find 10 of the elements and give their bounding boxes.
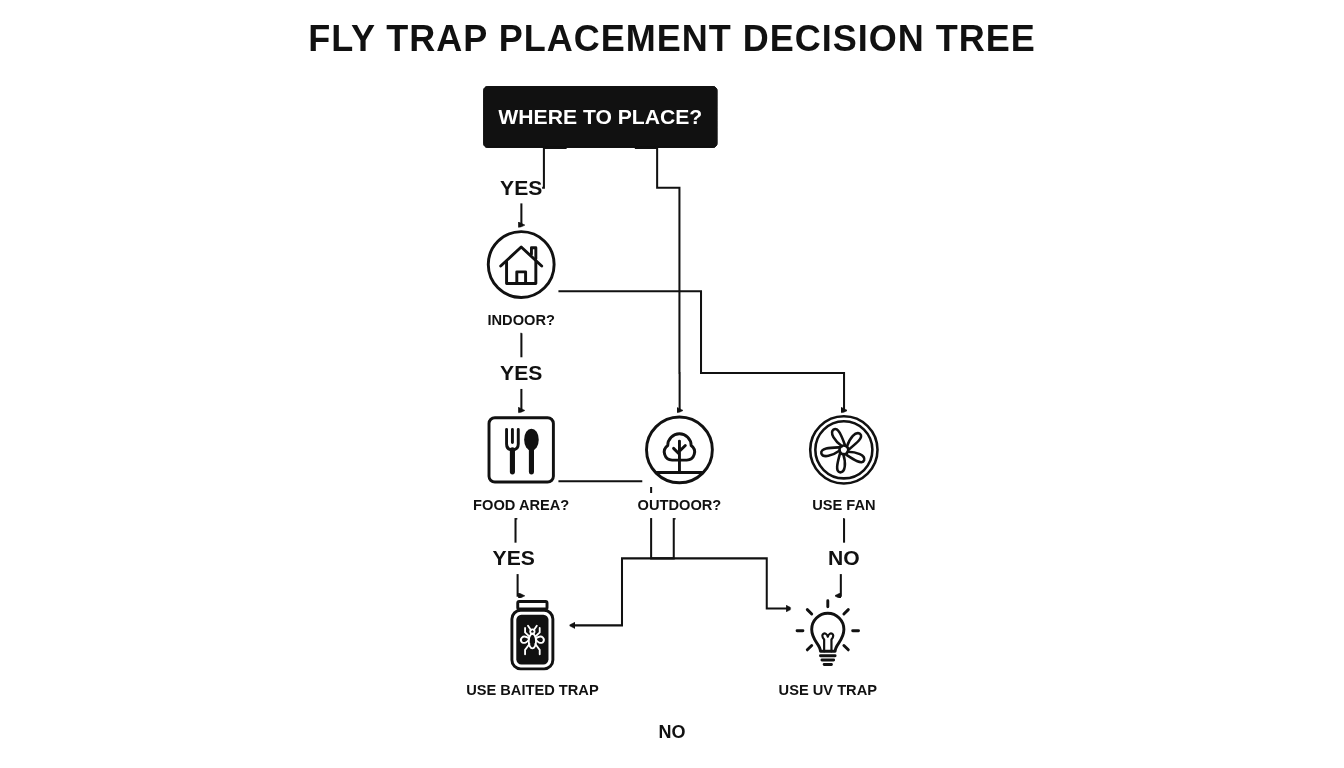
edge-label: YES: [499, 175, 542, 200]
edge-label: YES: [499, 360, 542, 385]
node-text: USE UV TRAP: [778, 682, 877, 699]
node-text: OUTDOOR?: [637, 497, 721, 514]
diagram-title: FLY TRAP PLACEMENT DECISION TREE: [308, 18, 1036, 60]
node-text: FOOD AREA?: [472, 497, 569, 514]
edge-label: NO: [827, 545, 860, 571]
node-text: USE FAN: [811, 497, 876, 514]
note-label: NO: [658, 722, 686, 743]
edge-label: YES: [492, 545, 535, 571]
